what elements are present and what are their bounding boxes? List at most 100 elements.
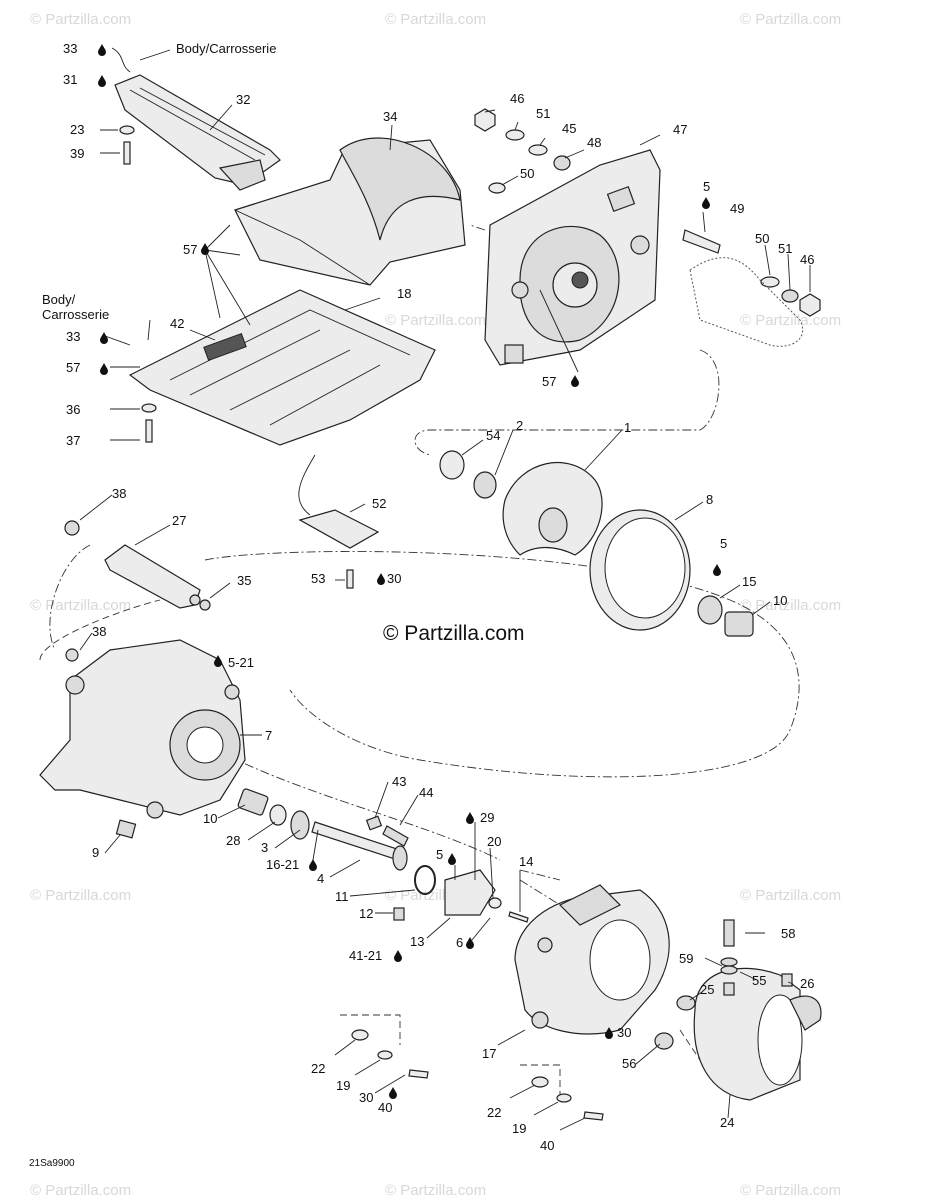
callout-55: 55 bbox=[752, 973, 766, 988]
callout-10b: 10 bbox=[203, 811, 217, 826]
callout-59: 59 bbox=[679, 951, 693, 966]
callout-7: 7 bbox=[265, 728, 272, 743]
watermark: © Partzilla.com bbox=[30, 887, 131, 904]
callout-50: 50 bbox=[520, 166, 534, 181]
callout-38b: 38 bbox=[92, 624, 106, 639]
watermark: © Partzilla.com bbox=[385, 11, 486, 28]
callout-50b: 50 bbox=[755, 231, 769, 246]
callout-14: 14 bbox=[519, 854, 533, 869]
watermark: © Partzilla.com bbox=[30, 1182, 131, 1199]
callout-2: 2 bbox=[516, 418, 523, 433]
callout-52: 52 bbox=[372, 496, 386, 511]
callout-28: 28 bbox=[226, 833, 240, 848]
part-17-venturi bbox=[514, 884, 670, 1035]
callout-57c: 57 bbox=[542, 374, 556, 389]
body-label-top: Body/Carrosserie bbox=[176, 41, 276, 56]
sealant-drop-icon bbox=[98, 75, 106, 87]
watermark: © Partzilla.com bbox=[740, 11, 841, 28]
callout-5-21: 5-21 bbox=[228, 655, 254, 670]
callout-48: 48 bbox=[587, 135, 601, 150]
assembly-line-bottom bbox=[340, 1014, 701, 1095]
part-24-nozzle bbox=[654, 919, 822, 1101]
watermark: © Partzilla.com bbox=[385, 1182, 486, 1199]
assembly-line-left bbox=[39, 599, 161, 661]
sealant-drop-icon bbox=[377, 573, 385, 585]
watermark: © Partzilla.com bbox=[740, 887, 841, 904]
callout-18: 18 bbox=[397, 286, 411, 301]
callout-5: 5 bbox=[703, 179, 710, 194]
body-label-mid-1: Body/ bbox=[42, 292, 76, 307]
part-shaft-group bbox=[237, 788, 409, 871]
watermark: © Partzilla.com bbox=[30, 597, 131, 614]
part-bracket-dotted bbox=[689, 257, 804, 347]
part-bottom-plate bbox=[128, 289, 436, 446]
sealant-drop-icon bbox=[713, 564, 721, 576]
callout-30b: 30 bbox=[359, 1090, 373, 1105]
callout-19b: 19 bbox=[512, 1121, 526, 1136]
callout-29: 29 bbox=[480, 810, 494, 825]
callout-12: 12 bbox=[359, 906, 373, 921]
callout-39: 39 bbox=[70, 146, 84, 161]
callout-30c: 30 bbox=[617, 1025, 631, 1040]
callout-labels: 33 Body/Carrosserie 31 32 23 39 34 46 51… bbox=[42, 41, 814, 1153]
callout-1: 1 bbox=[624, 420, 631, 435]
callout-40b: 40 bbox=[540, 1138, 554, 1153]
part-nuts-washers bbox=[474, 108, 821, 317]
callout-41-21: 41-21 bbox=[349, 948, 382, 963]
callout-47: 47 bbox=[673, 122, 687, 137]
callout-30: 30 bbox=[387, 571, 401, 586]
callout-34: 34 bbox=[383, 109, 397, 124]
callout-56: 56 bbox=[622, 1056, 636, 1071]
callout-51: 51 bbox=[536, 106, 550, 121]
part-7-pump-body bbox=[39, 639, 246, 839]
callout-38: 38 bbox=[112, 486, 126, 501]
callout-40: 40 bbox=[378, 1100, 392, 1115]
callout-49: 49 bbox=[730, 201, 744, 216]
sealant-drop-icon bbox=[100, 363, 108, 375]
callout-23: 23 bbox=[70, 122, 84, 137]
part-bolts-bottom bbox=[119, 125, 604, 1121]
sealant-drop-icon bbox=[100, 332, 108, 344]
callout-46: 46 bbox=[510, 91, 524, 106]
callout-3: 3 bbox=[261, 840, 268, 855]
part-impeller-group bbox=[439, 450, 754, 637]
assembly-line-middle bbox=[49, 544, 800, 778]
leader-lines bbox=[79, 47, 811, 1131]
callout-25: 25 bbox=[700, 982, 714, 997]
callout-22b: 22 bbox=[487, 1105, 501, 1120]
callout-57b: 57 bbox=[66, 360, 80, 375]
part-air-duct bbox=[114, 74, 281, 191]
callout-53: 53 bbox=[311, 571, 325, 586]
callout-6: 6 bbox=[456, 935, 463, 950]
callout-5b: 5 bbox=[720, 536, 727, 551]
part-27-bracket bbox=[64, 520, 211, 662]
callout-42: 42 bbox=[170, 316, 184, 331]
part-52-mount-plate bbox=[298, 509, 380, 549]
callout-20: 20 bbox=[487, 834, 501, 849]
sealant-drop-icon bbox=[201, 243, 209, 255]
callout-37: 37 bbox=[66, 433, 80, 448]
callout-27: 27 bbox=[172, 513, 186, 528]
callout-11: 11 bbox=[335, 889, 349, 904]
callout-44: 44 bbox=[419, 785, 433, 800]
callout-19: 19 bbox=[336, 1078, 350, 1093]
callout-33b: 33 bbox=[66, 329, 80, 344]
watermark: © Partzilla.com bbox=[740, 1182, 841, 1199]
callout-35: 35 bbox=[237, 573, 251, 588]
body-label-mid-2: Carrosserie bbox=[42, 307, 109, 322]
sealant-drop-icon bbox=[466, 812, 474, 824]
sealant-drop-icon bbox=[448, 853, 456, 865]
callout-57: 57 bbox=[183, 242, 197, 257]
sealant-drop-icon bbox=[571, 375, 579, 387]
callout-10: 10 bbox=[773, 593, 787, 608]
callout-54: 54 bbox=[486, 428, 500, 443]
sealant-drop-icon bbox=[389, 1087, 397, 1099]
callout-43: 43 bbox=[392, 774, 406, 789]
callout-5c: 5 bbox=[436, 847, 443, 862]
watermark: © Partzilla.com bbox=[385, 312, 486, 329]
callout-31: 31 bbox=[63, 72, 77, 87]
watermark: © Partzilla.com bbox=[30, 11, 131, 28]
callout-8: 8 bbox=[706, 492, 713, 507]
assembly-line-upper bbox=[414, 224, 720, 456]
